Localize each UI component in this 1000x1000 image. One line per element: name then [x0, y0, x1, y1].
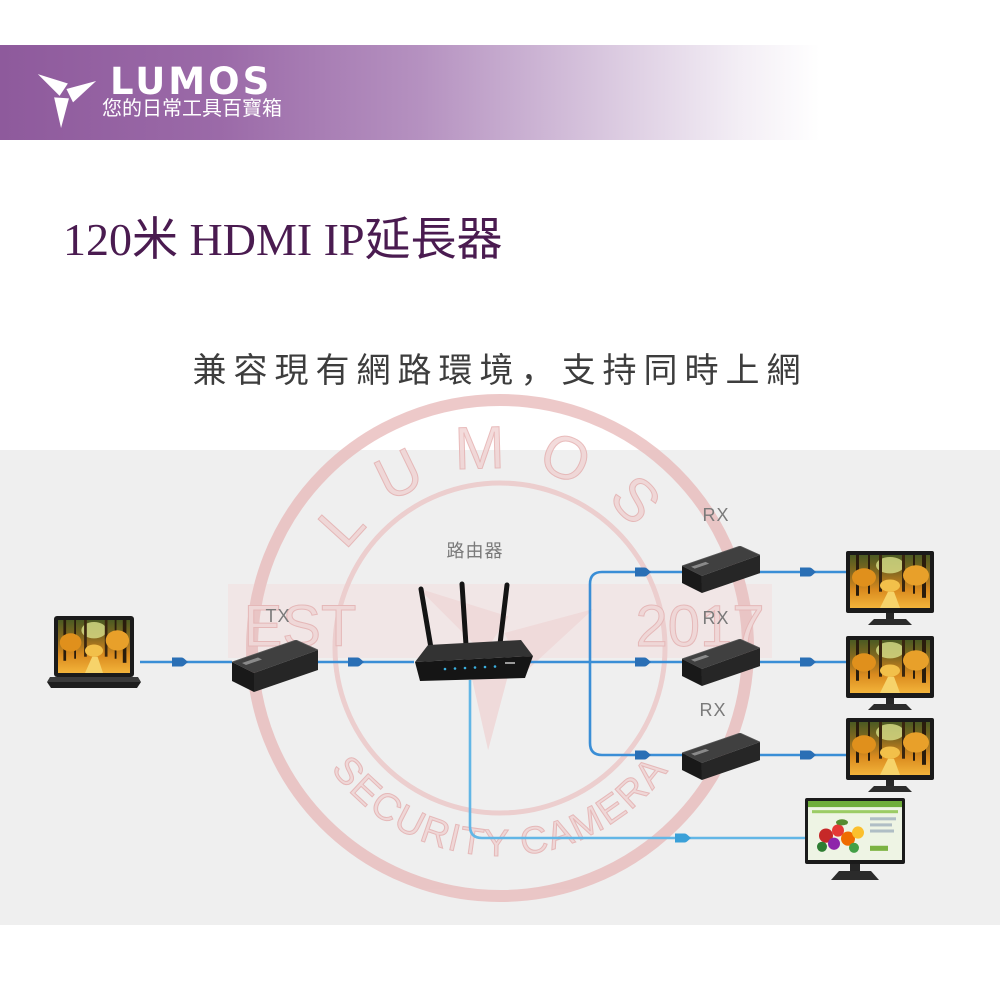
- watermark-inner-ring: [332, 480, 668, 816]
- lumos-logo-icon: [28, 58, 102, 128]
- router-led: [443, 667, 447, 671]
- wifi-router-icon: [415, 581, 533, 681]
- router-antenna: [497, 582, 510, 647]
- laptop-screen: [58, 620, 130, 673]
- laptop-icon: [47, 616, 141, 688]
- product-subtitle: 兼容現有網路環境，支持同時上網: [192, 353, 808, 390]
- router-led: [463, 666, 467, 670]
- router-led: [473, 666, 477, 669]
- rx3-label: RX: [699, 700, 726, 720]
- brand-tagline: 您的日常工具百寶箱: [102, 96, 282, 120]
- brand-banner: LUMOS 您的日常工具百寶箱: [0, 45, 1000, 140]
- laptop-base: [47, 682, 141, 688]
- rx1-label: RX: [702, 505, 729, 525]
- router-led: [483, 665, 487, 669]
- router-top: [415, 640, 533, 662]
- network-branch-rx1-rx3: [588, 570, 686, 757]
- router-leds: [443, 665, 497, 671]
- router-label: 路由器: [447, 541, 504, 561]
- router-front: [415, 656, 533, 681]
- router-led: [453, 667, 457, 670]
- router-antenna: [418, 586, 434, 651]
- tx-label: TX: [265, 606, 290, 626]
- brand-name: LUMOS: [110, 60, 273, 103]
- router-antenna: [459, 581, 469, 648]
- rx2-label: RX: [702, 608, 729, 628]
- router-brand-mark: [505, 662, 515, 664]
- product-title: 120米 HDMI IP延長器: [63, 214, 503, 265]
- router-led: [493, 665, 497, 668]
- network-line-router-tv: [468, 680, 808, 840]
- laptop-deck: [47, 677, 141, 682]
